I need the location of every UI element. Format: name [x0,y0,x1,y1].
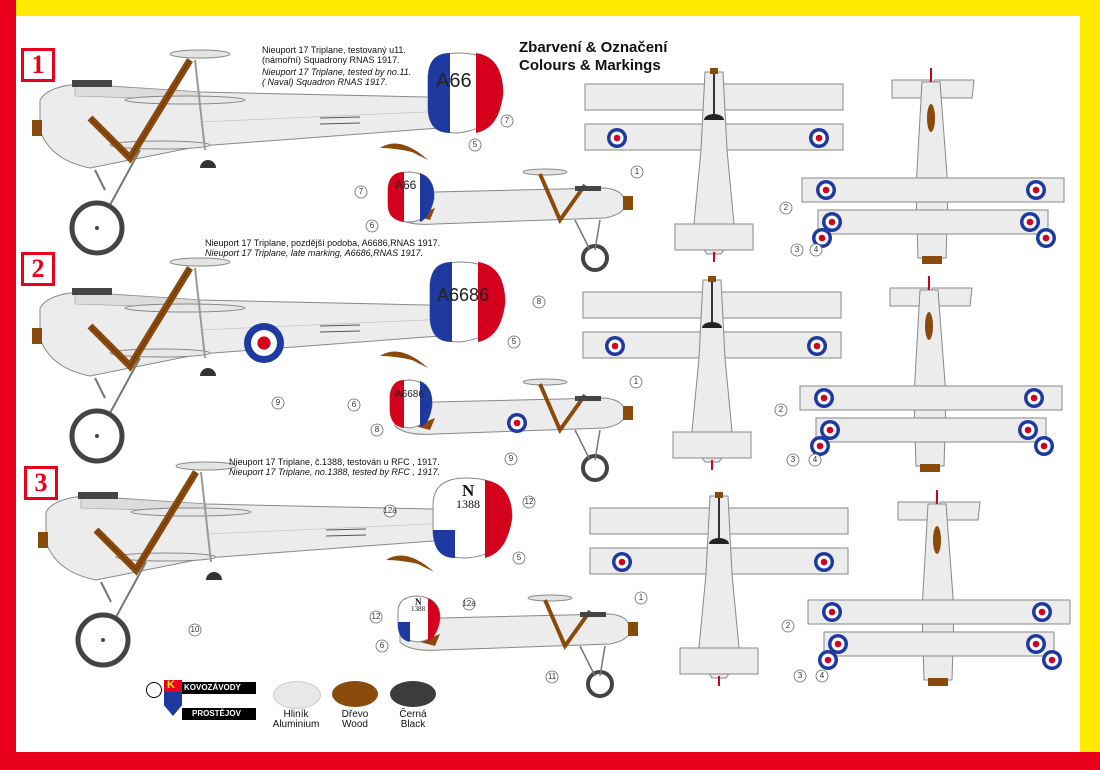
frame-red-bottom [0,752,1100,770]
scheme3-top-view [590,492,848,686]
callout-number: 5 [516,553,522,562]
callout-number: 2 [783,203,789,212]
swatch-aluminium-label-en: Aluminium [272,719,320,730]
callout-number: 2 [778,405,784,414]
scheme2-fuselage-roundel [244,323,284,363]
scheme3-rudder-letter: N [462,481,475,500]
scheme1-rudder [427,52,504,134]
scheme2-caption-cz: Nieuport 17 Triplane, pozdější podoba, A… [205,238,441,248]
callout-number: 3 [790,455,796,464]
scheme-badge-3: 3 [24,466,58,500]
callout-number: 4 [813,245,819,254]
scheme3-small-rudder-letter: N [415,597,422,607]
callout-number: 9 [508,454,514,463]
swatch-aluminium-label-cz: Hliník [283,709,309,720]
callout-number: 7 [504,116,510,125]
scheme1-caption-cz-2: (námořní) Squadrony RNAS 1917. [262,55,400,65]
callout-number: 1 [634,167,640,176]
callout-number: 5 [472,140,478,149]
callout-number: 10 [190,625,200,634]
swatch-wood-label-cz: Dřevo [341,709,369,720]
callout-number: 3 [794,245,800,254]
scheme3-rudder-serial: 1388 [456,497,480,511]
scheme3-small-rudder-serial: 1388 [411,605,425,613]
scheme2-top-view [583,276,841,470]
title-cz: Zbarvení & Označení [519,39,668,56]
swatch-black [390,681,436,707]
frame-red-left [0,0,16,770]
scheme2-rudder-serial: A6686 [437,285,490,305]
callout-number: 6 [351,400,357,409]
scheme3-caption-cz: Nieuport 17 Triplane, č.1388, testován u… [229,457,440,467]
callout-number: 9 [275,398,281,407]
callout-number: 3 [797,671,803,680]
title-en: Colours & Markings [519,57,661,74]
callout-number: 7 [358,187,364,196]
scheme-badge-1: 1 [21,48,55,82]
logo-letter: K [167,679,175,691]
swatch-wood-label-en: Wood [342,719,368,730]
callout-number: 12 [371,612,381,621]
callout-number: 6 [379,641,385,650]
manufacturer-logo: K KOVOZÁVODY PROSTĚJOV [146,679,258,722]
manufacturer-name-2: PROSTĚJOV [192,709,241,718]
scheme1-rudder-serial: A66 [436,70,472,92]
callout-number: 4 [812,455,818,464]
scheme1-caption-en-1: Nieuport 17 Triplane, tested by no.11. [262,67,412,77]
swatch-aluminium [273,681,321,709]
callout-number: 1 [638,593,644,602]
scheme1-caption-cz-1: Nieuport 17 Triplane, testovaný u11. [262,45,406,55]
scheme1-top-view [585,68,843,262]
swatch-wood [332,681,378,707]
callout-number: 12a [383,506,397,515]
scheme3-caption-en: Nieuport 17 Triplane, no.1388, tested by… [229,467,440,477]
callout-number: 4 [819,671,825,680]
swatch-black-label-cz: Černá [399,709,427,720]
callout-number: 5 [511,337,517,346]
callout-number: 1 [633,377,639,386]
callout-number: 6 [369,221,375,230]
manufacturer-name-1: KOVOZÁVODY [184,683,241,692]
scheme2-caption-en: Nieuport 17 Triplane, late marking, A668… [205,248,424,258]
callout-number: 8 [374,425,380,434]
callout-number: 12 [524,497,534,506]
callout-number: 11 [547,672,557,681]
scheme2-small-rudder-serial: A6686 [395,389,424,400]
scheme-badge-2: 2 [21,252,55,286]
swatch-black-label-en: Black [400,719,426,730]
scheme1-caption-en-2: ( Naval) Squadron RNAS 1917. [262,77,388,87]
callout-number: 12a [462,599,476,608]
scheme1-small-rudder-serial: A66 [395,178,417,192]
callout-number: 2 [785,621,791,630]
callout-number: 8 [536,297,542,306]
